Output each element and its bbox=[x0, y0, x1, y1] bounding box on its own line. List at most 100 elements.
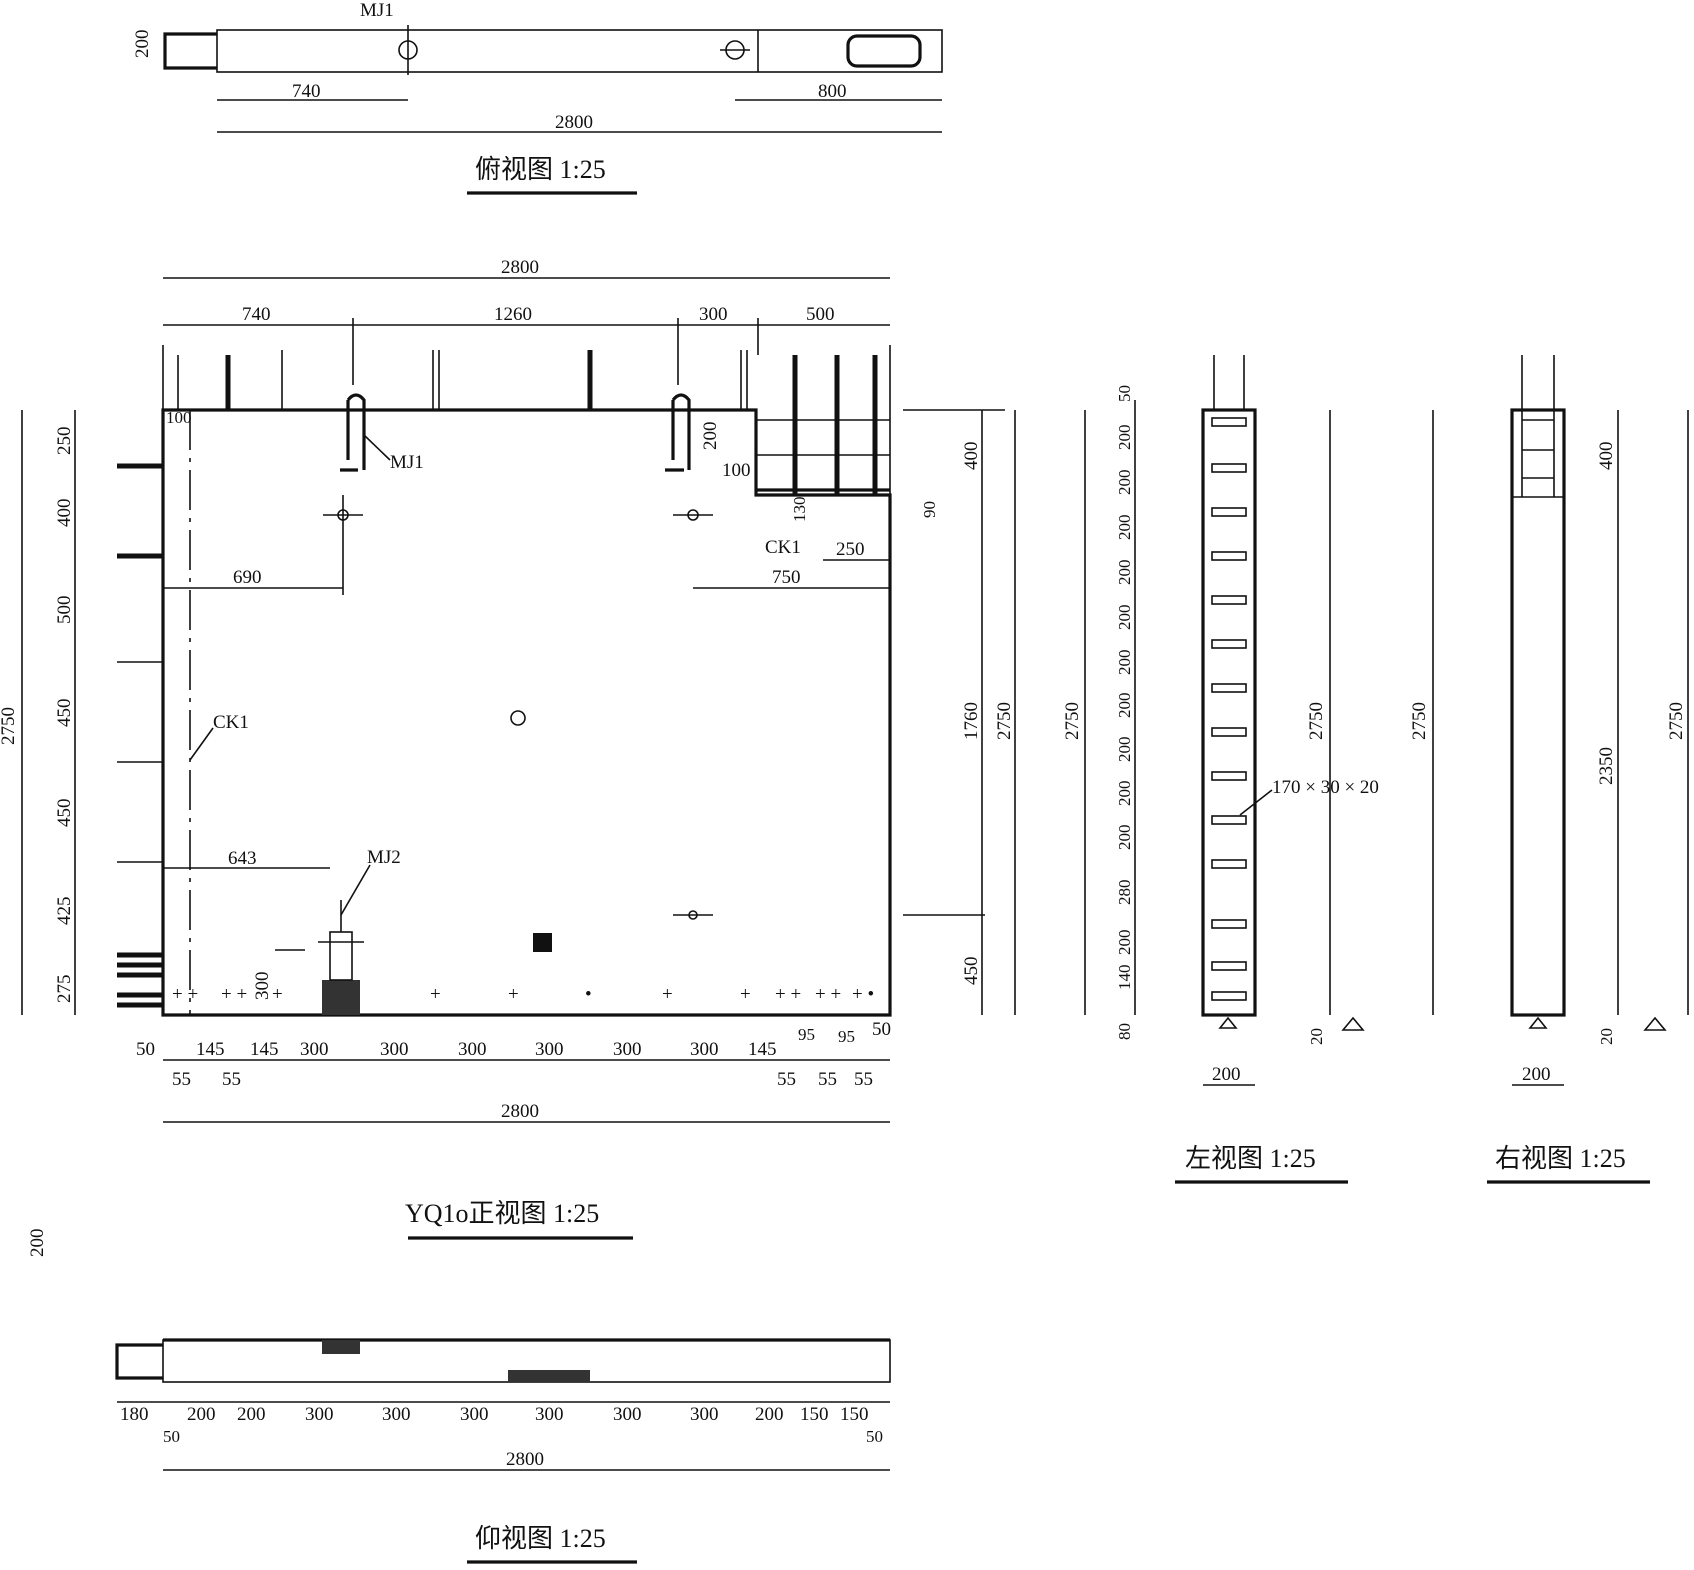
left-view-spacing-6: 200 bbox=[1115, 605, 1134, 631]
front-view-top-dim-2: 1260 bbox=[494, 304, 532, 325]
left-view-spacing-11: 200 bbox=[1115, 825, 1134, 851]
front-view-dim-100-top: 100 bbox=[166, 408, 192, 427]
right-view-lower: 2350 bbox=[1596, 747, 1617, 785]
front-view-dim-643: 643 bbox=[228, 848, 257, 869]
svg-text:+ •: + • bbox=[852, 984, 874, 1005]
top-view-outline bbox=[216, 29, 943, 73]
front-view-mj2-leader bbox=[340, 864, 371, 916]
front-view-mj1-hook-right bbox=[665, 393, 691, 472]
front-view-dim-250: 250 bbox=[836, 539, 865, 560]
left-view-callout-leader bbox=[1239, 789, 1273, 816]
front-view-bottom-dim-5: 300 bbox=[380, 1039, 409, 1060]
left-view-spacing-9: 200 bbox=[1115, 737, 1134, 763]
left-view: 2750 50 200 200 200 200 200 200 200 200 … bbox=[1062, 355, 1379, 1184]
front-view-bottom-dim-11: 95 bbox=[798, 1025, 815, 1044]
svg-text:+ +: + + bbox=[815, 984, 841, 1005]
svg-text:+: + bbox=[508, 984, 519, 1005]
front-view-right-dim-3: 1760 bbox=[961, 702, 982, 740]
right-view-outline bbox=[1510, 408, 1566, 1017]
front-view-bottom-bar-marks: + + + + + + + • + + + + + + + • bbox=[172, 984, 874, 1005]
left-view-callout: 170 × 30 × 20 bbox=[1272, 777, 1379, 798]
left-view-bottom-gap: 20 bbox=[1307, 1028, 1326, 1045]
bottom-view-dim-8: 300 bbox=[613, 1404, 642, 1425]
front-view-left-dim-7: 275 bbox=[54, 975, 75, 1004]
bottom-view-dim-6: 300 bbox=[460, 1404, 489, 1425]
left-view-total-left: 2750 bbox=[1062, 702, 1083, 740]
bottom-view: 200 180 200 200 300 300 300 300 300 300 … bbox=[27, 1229, 891, 1564]
front-view-left-total: 2750 bbox=[0, 707, 19, 745]
front-view-mj1-label: MJ1 bbox=[390, 452, 424, 473]
left-view-spacing-8: 200 bbox=[1115, 693, 1134, 719]
left-view-spacing-15: 80 bbox=[1115, 1023, 1134, 1040]
top-view-dim-b: 800 bbox=[818, 81, 847, 102]
front-view-right-dim-2: 90 bbox=[920, 501, 939, 518]
front-view-mj1-hook-left bbox=[340, 393, 366, 472]
bottom-view-edge-right: 50 bbox=[866, 1427, 883, 1446]
left-view-title: 左视图 1:25 bbox=[1185, 1144, 1316, 1173]
front-view-bottom-dim-9: 300 bbox=[690, 1039, 719, 1060]
bottom-view-mj2-block bbox=[322, 1340, 360, 1354]
front-view-dim-130: 130 bbox=[790, 497, 809, 523]
bottom-view-dim-11: 150 bbox=[800, 1404, 829, 1425]
front-view-bottom-dim-13: 50 bbox=[872, 1019, 891, 1040]
front-view-left-dim-1: 250 bbox=[54, 427, 75, 456]
front-view-left-dim-6: 425 bbox=[54, 897, 75, 926]
front-view-top-total: 2800 bbox=[501, 257, 539, 278]
front-view-dim-200: 200 bbox=[700, 422, 721, 451]
bottom-view-depth: 200 bbox=[27, 1229, 48, 1258]
front-view: MJ1 CK1 bbox=[0, 257, 1016, 1240]
left-view-spacing-3: 200 bbox=[1115, 470, 1134, 496]
front-view-dim-100: 100 bbox=[722, 460, 751, 481]
front-view-panel-outline bbox=[161, 408, 892, 1017]
right-view: 2750 400 2350 2750 20 200 右视图 1:25 bbox=[1409, 355, 1689, 1184]
left-view-spacing-7: 200 bbox=[1115, 650, 1134, 676]
front-view-bottom-dim-12: 95 bbox=[838, 1027, 855, 1046]
front-view-left-dim-5: 450 bbox=[54, 799, 75, 828]
top-view-dim-a: 740 bbox=[292, 81, 321, 102]
bottom-view-dim-1: 180 bbox=[120, 1404, 149, 1425]
left-view-stirrups bbox=[1211, 417, 1247, 1001]
front-view-right-dim-1: 400 bbox=[961, 442, 982, 471]
left-view-spacing-5: 200 bbox=[1115, 560, 1134, 586]
bottom-view-dim-5: 300 bbox=[382, 1404, 411, 1425]
top-view-right-loop bbox=[846, 34, 922, 68]
top-view-depth-dim: 200 bbox=[132, 30, 153, 59]
svg-text:+ +: + + bbox=[172, 984, 198, 1005]
bottom-view-left-loop bbox=[115, 1343, 163, 1380]
bottom-view-dim-2: 200 bbox=[187, 1404, 216, 1425]
front-view-bottom-dim-4: 300 bbox=[300, 1039, 329, 1060]
bottom-view-dim-10: 200 bbox=[755, 1404, 784, 1425]
right-view-level-symbol bbox=[1643, 1016, 1667, 1031]
svg-text:+: + bbox=[740, 984, 751, 1005]
front-view-title: YQ1o正视图 1:25 bbox=[405, 1199, 599, 1228]
front-view-openings bbox=[323, 495, 713, 952]
top-view-title: 俯视图 1:25 bbox=[475, 155, 606, 184]
bottom-view-dim-9: 300 bbox=[690, 1404, 719, 1425]
front-view-right-grid bbox=[756, 355, 890, 495]
svg-text:+ +: + + bbox=[221, 984, 247, 1005]
left-view-spacing-4: 200 bbox=[1115, 515, 1134, 541]
front-view-dim-750: 750 bbox=[772, 567, 801, 588]
front-view-mj1-leader bbox=[363, 434, 391, 461]
left-view-spacing-10: 200 bbox=[1115, 781, 1134, 807]
front-view-bottom-small-1: 55 bbox=[172, 1069, 191, 1090]
left-view-outline bbox=[1201, 408, 1257, 1017]
right-view-total-left: 2750 bbox=[1409, 702, 1430, 740]
svg-text:+: + bbox=[430, 984, 441, 1005]
front-view-bottom-small-4: 55 bbox=[818, 1069, 837, 1090]
bottom-view-dim-4: 300 bbox=[305, 1404, 334, 1425]
front-view-bottom-dim-1: 50 bbox=[136, 1039, 155, 1060]
bottom-view-title: 仰视图 1:25 bbox=[475, 1524, 606, 1553]
right-view-stirrups bbox=[1522, 419, 1554, 479]
bottom-view-dim-12: 150 bbox=[840, 1404, 869, 1425]
front-view-top-bars bbox=[177, 350, 748, 410]
top-view-total-dim: 2800 bbox=[555, 112, 593, 133]
svg-text:+: + bbox=[662, 984, 673, 1005]
front-view-top-dim-4: 500 bbox=[806, 304, 835, 325]
left-view-spacing-1: 50 bbox=[1115, 385, 1134, 402]
front-view-top-dim-3: 300 bbox=[699, 304, 728, 325]
front-view-bottom-dim-7: 300 bbox=[535, 1039, 564, 1060]
left-view-support-symbol bbox=[1218, 1016, 1238, 1029]
front-view-bottom-small-5: 55 bbox=[854, 1069, 873, 1090]
front-view-dim-300: 300 bbox=[252, 972, 273, 1001]
